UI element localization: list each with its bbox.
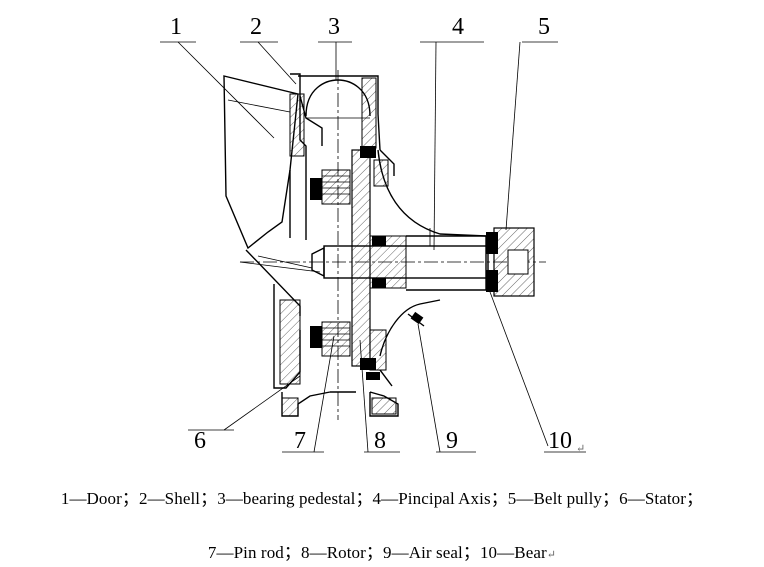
callout-9: 9 bbox=[446, 428, 458, 454]
legend-text-1: 1—Door；2—Shell；3—bearing pedestal；4—Pinc… bbox=[60, 489, 704, 508]
shell-part bbox=[273, 73, 356, 417]
legend-text-2: 7—Pin rod；8—Rotor；9—Air seal；10—Bear bbox=[207, 543, 547, 562]
leader-lines bbox=[160, 41, 586, 453]
air-seal-part bbox=[407, 311, 425, 327]
callout-labels: 1 2 3 4 5 6 7 8 9 10 ↵ bbox=[170, 14, 585, 455]
callout-6: 6 bbox=[194, 428, 206, 454]
principal-axis-part bbox=[240, 228, 546, 291]
callout-10: 10 bbox=[548, 428, 572, 454]
return-mark-callout: ↵ bbox=[576, 443, 585, 455]
return-mark: ↵ bbox=[546, 549, 557, 561]
callout-8: 8 bbox=[374, 428, 386, 454]
callout-2: 2 bbox=[250, 14, 262, 40]
stator-housing bbox=[369, 149, 487, 387]
callout-7: 7 bbox=[294, 428, 306, 454]
pump-cross-section-drawing: 1 2 3 4 5 6 7 8 9 10 ↵ bbox=[160, 14, 586, 455]
legend-line-2: 7—Pin rod；8—Rotor；9—Air seal；10—Bear↵ bbox=[0, 538, 764, 563]
callout-3: 3 bbox=[328, 14, 340, 40]
callout-4: 4 bbox=[452, 14, 464, 40]
callout-1: 1 bbox=[170, 14, 182, 40]
callout-5: 5 bbox=[538, 14, 550, 40]
legend-line-1: 1—Door；2—Shell；3—bearing pedestal；4—Pinc… bbox=[0, 484, 764, 509]
belt-pulley-part bbox=[486, 227, 535, 297]
